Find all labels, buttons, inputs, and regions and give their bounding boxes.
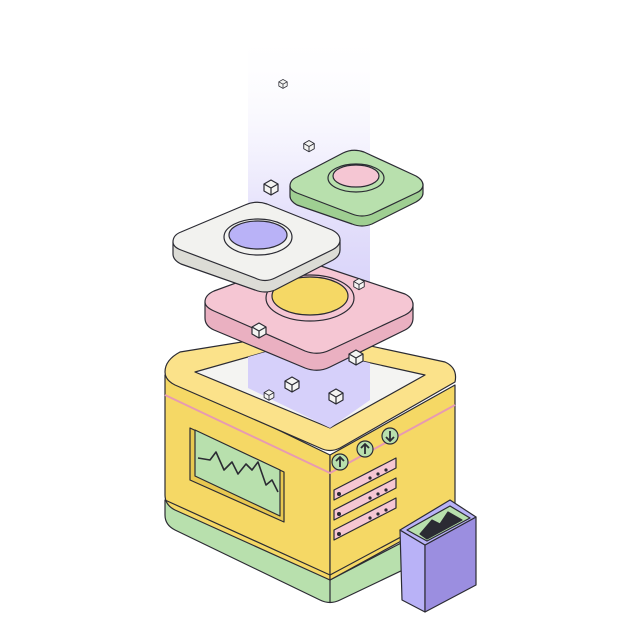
cube — [251, 322, 267, 339]
kiosk-terminal — [399, 499, 477, 613]
cube — [263, 389, 275, 401]
cube — [353, 278, 365, 291]
cube — [348, 349, 364, 366]
green-plate — [289, 149, 424, 227]
cube — [278, 79, 288, 89]
waveform-chart-icon — [197, 451, 279, 493]
arrow-up-button[interactable] — [356, 440, 374, 458]
cube — [328, 388, 344, 405]
cube — [284, 376, 300, 393]
server-slots — [333, 457, 397, 541]
white-plate — [172, 201, 341, 293]
arrow-down-button[interactable] — [381, 427, 399, 445]
control-buttons — [331, 427, 399, 471]
cube — [263, 179, 279, 196]
arrow-up-button[interactable] — [331, 453, 349, 471]
cube — [303, 140, 315, 153]
mountain-chart-icon — [419, 511, 463, 540]
screen — [189, 427, 285, 523]
floating-cubes — [251, 79, 365, 405]
